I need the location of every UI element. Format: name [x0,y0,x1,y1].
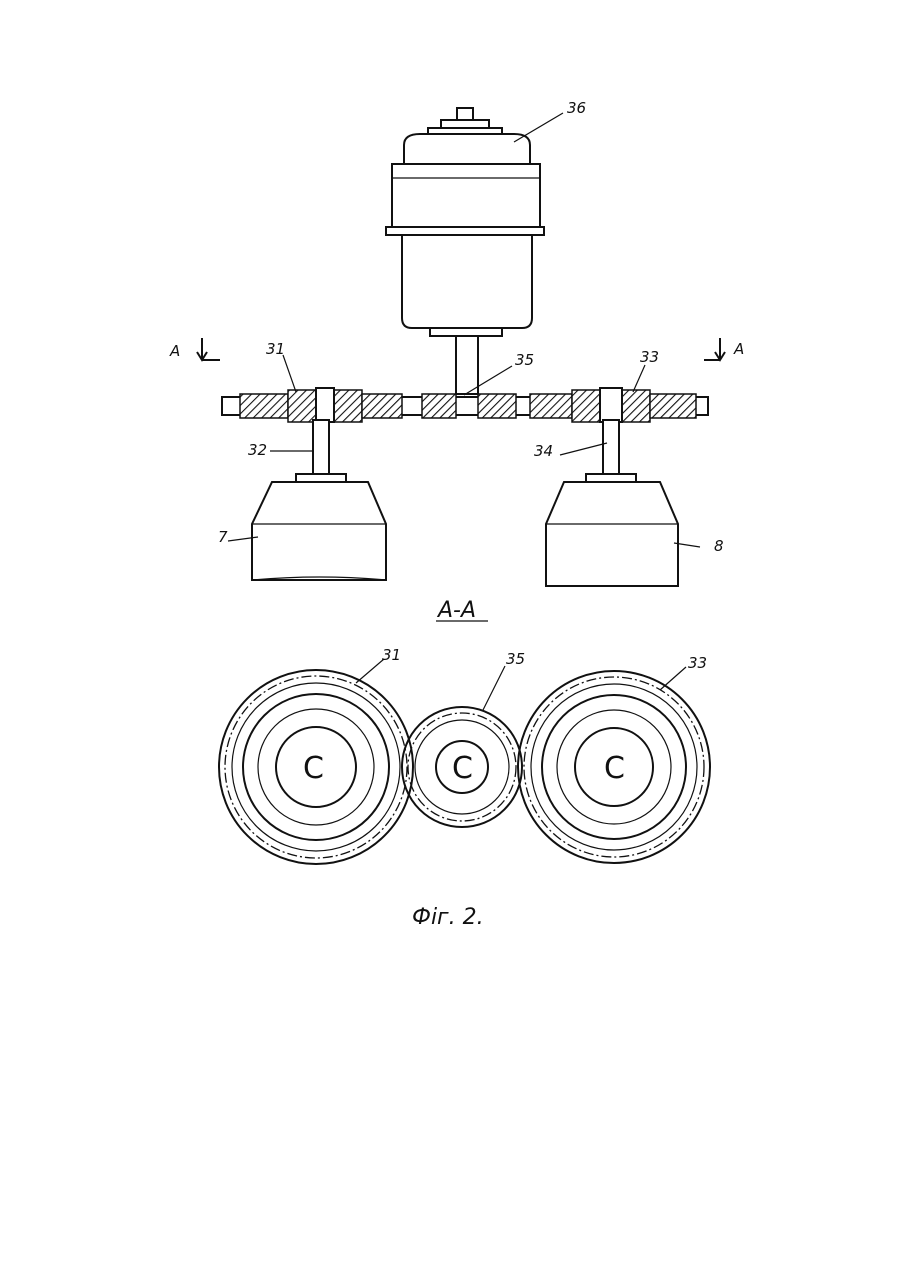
hub-mark-right: C [604,751,625,786]
section-mark-left [197,338,220,360]
section-label-gear-left: 31 [382,646,401,664]
roll-right [546,482,678,586]
shaft-right [586,420,636,482]
label-gear-left: 31 [266,340,285,358]
roll-left [252,482,386,580]
figure-caption: Фіг. 2. [412,905,484,930]
label-shaft-right: 34 [534,442,553,460]
label-roll-left: 7 [218,528,228,546]
section-label-gear-center: 35 [506,650,525,668]
section-title: А-А [436,598,476,623]
hub-mark-left: C [303,751,324,786]
label-motor: 36 [567,99,586,117]
label-gear-right: 33 [640,348,659,366]
section-letter-right: А [733,340,744,358]
hub-mark-center: C [452,751,473,786]
label-gear-center: 35 [515,351,534,369]
label-shaft-left: 32 [248,441,267,459]
section-label-gear-right: 33 [688,654,707,672]
label-roll-right: 8 [714,537,724,555]
section-mark-right [704,338,725,360]
section-letter-left: А [169,342,180,360]
